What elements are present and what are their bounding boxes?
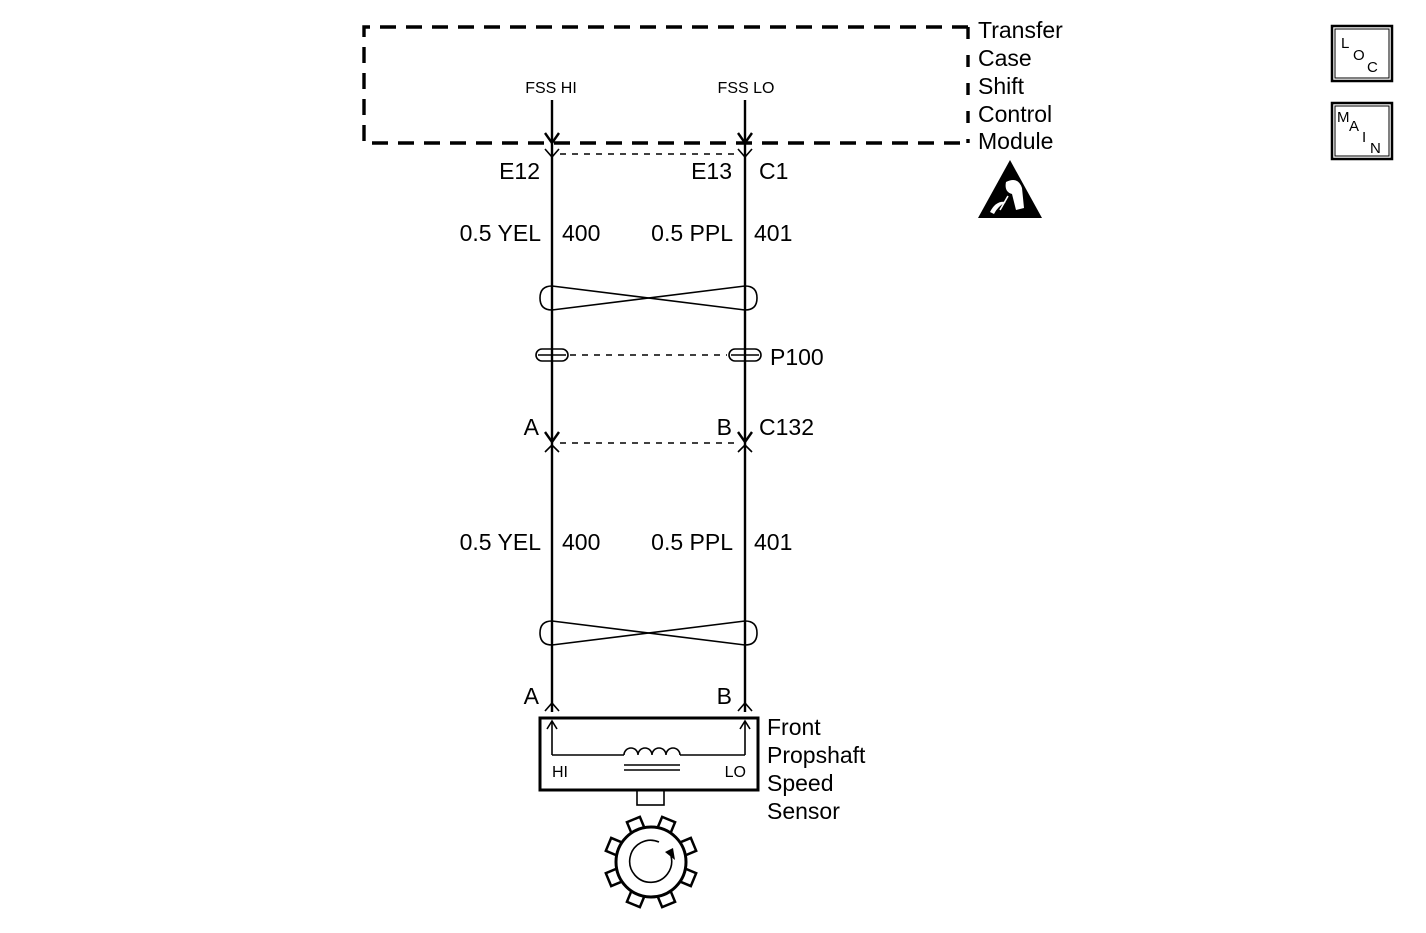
sensor-name-line-3: Speed [767,770,834,796]
c132-pin-a: A [524,414,540,440]
circuit-upper-hi: 400 [562,220,600,246]
transfer-case-shift-control-module: FSS HI FSS LO Transfer Case Shift Contro… [362,17,1063,154]
sensor-term-hi: HI [552,764,568,781]
sensor-term-lo: LO [725,764,746,781]
esd-sensitive-icon [978,160,1042,218]
module-name-line-3: Shift [978,73,1025,99]
terminal-e13: E13 [691,158,732,184]
twist-loop-left [539,285,553,311]
loc-letter-c: C [1367,59,1378,76]
splice-symbol-hi [535,348,569,362]
main-letter-m: M [1337,109,1350,126]
sensor-name-line-4: Sensor [767,798,840,824]
circuit-lower-hi: 400 [562,529,600,555]
loc-letter-l: L [1341,35,1349,52]
main-letter-i: I [1362,129,1366,146]
coil-icon [623,747,681,756]
arrow-down-fss-hi [544,132,560,146]
sensor-name-line-1: Front [767,714,821,740]
twist-loop-right [744,285,758,311]
sensor-stem [636,789,665,806]
twist-loop-left [539,620,553,646]
inline-connector-c132: A B C132 [524,414,814,453]
circuit-lower-lo: 401 [754,529,792,555]
wire-color-upper-hi: 0.5 YEL [460,220,542,246]
main-icon[interactable]: M A I N [1330,101,1394,161]
splice-pack-label: P100 [770,344,824,370]
c1-chevron-hi [544,148,560,159]
c132-label: C132 [759,414,814,440]
twisted-pair-upper [539,285,758,311]
loc-icon[interactable]: L O C [1330,24,1394,83]
module-name-line-4: Control [978,101,1052,127]
c132-pin-b: B [717,414,732,440]
sensor-arrow-hi [546,719,558,730]
splice-symbol-lo [728,348,762,362]
c132-arrow-hi [544,431,560,445]
pin-label-fss-lo: FSS LO [718,80,775,97]
wire-color-lower-lo: 0.5 PPL [651,529,733,555]
arrow-down-fss-lo [737,132,753,146]
c1-chevron-lo [737,148,753,159]
sensor-pin-b: B [717,683,732,709]
twist-strand-b [551,620,746,646]
sensor-name-line-2: Propshaft [767,742,866,768]
connector-c1: C1 [759,158,788,184]
c132-chevron-hi [544,443,560,453]
reluctor-wheel-icon [604,815,698,909]
rotation-arrowhead [665,848,675,860]
module-boundary [362,25,968,145]
twist-loop-right [744,620,758,646]
splice-pack-p100: P100 [535,344,824,370]
circuit-upper-lo: 401 [754,220,792,246]
sensor-chevron-lo [737,701,753,712]
pin-label-fss-hi: FSS HI [525,80,577,97]
module-name-line-1: Transfer [978,17,1063,43]
wire-color-lower-hi: 0.5 YEL [460,529,542,555]
main-letter-a: A [1349,118,1359,135]
terminal-e12: E12 [499,158,540,184]
sensor-pin-a: A [524,683,540,709]
loc-letter-o: O [1353,47,1365,64]
sensor-chevron-hi [544,701,560,712]
sensor-arrow-lo [739,719,751,730]
module-name-line-5: Module [978,128,1053,154]
c132-chevron-lo [737,443,753,453]
module-name-line-2: Case [978,45,1032,71]
wire-color-upper-lo: 0.5 PPL [651,220,733,246]
main-letter-n: N [1370,140,1381,157]
rotation-arrow-icon [628,839,673,884]
twist-strand-b [551,285,746,311]
reluctor-rim [614,825,688,899]
c132-arrow-lo [737,431,753,445]
twisted-pair-lower [539,620,758,646]
front-propshaft-speed-sensor: HI LO Front Propshaft Speed Sensor [538,714,866,824]
